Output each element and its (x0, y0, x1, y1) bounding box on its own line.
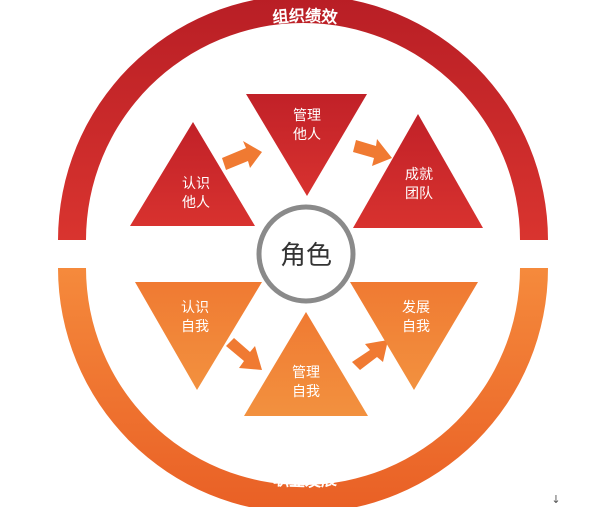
node-develop-self-label-2: 自我 (402, 319, 430, 335)
bottom-ring (58, 268, 548, 507)
node-recognize-self-label-1: 认识 (181, 300, 209, 316)
node-achieve-team (353, 114, 483, 228)
node-recognize-self-label-2: 自我 (181, 319, 209, 335)
node-manage-others-label-1: 管理 (293, 108, 321, 124)
node-achieve-team-label-1: 成就 (405, 167, 433, 183)
center-label: 角色 (280, 241, 332, 271)
node-manage-others (246, 94, 367, 196)
arrow-lower-right (352, 340, 388, 370)
corner-mark: ↓ (551, 493, 560, 506)
center-circle (256, 204, 356, 304)
arrow-upper-right (353, 139, 392, 166)
arrow-upper-left (222, 141, 262, 170)
top-ring (58, 0, 548, 240)
node-develop-self (350, 282, 478, 390)
node-develop-self-label-1: 发展 (402, 300, 430, 316)
node-manage-self-label-1: 管理 (292, 365, 320, 381)
node-recognize-others-label-1: 认识 (182, 176, 210, 192)
node-recognize-self (135, 282, 262, 390)
node-recognize-others (130, 122, 255, 226)
bottom-ring-label: 职业发展 (273, 469, 339, 490)
node-manage-self-label-2: 自我 (292, 384, 320, 400)
node-recognize-others-label-2: 他人 (182, 195, 210, 211)
arrow-lower-left (226, 338, 262, 370)
node-manage-others-label-2: 他人 (293, 127, 321, 143)
node-achieve-team-label-2: 团队 (405, 186, 433, 202)
node-manage-self (244, 312, 368, 416)
